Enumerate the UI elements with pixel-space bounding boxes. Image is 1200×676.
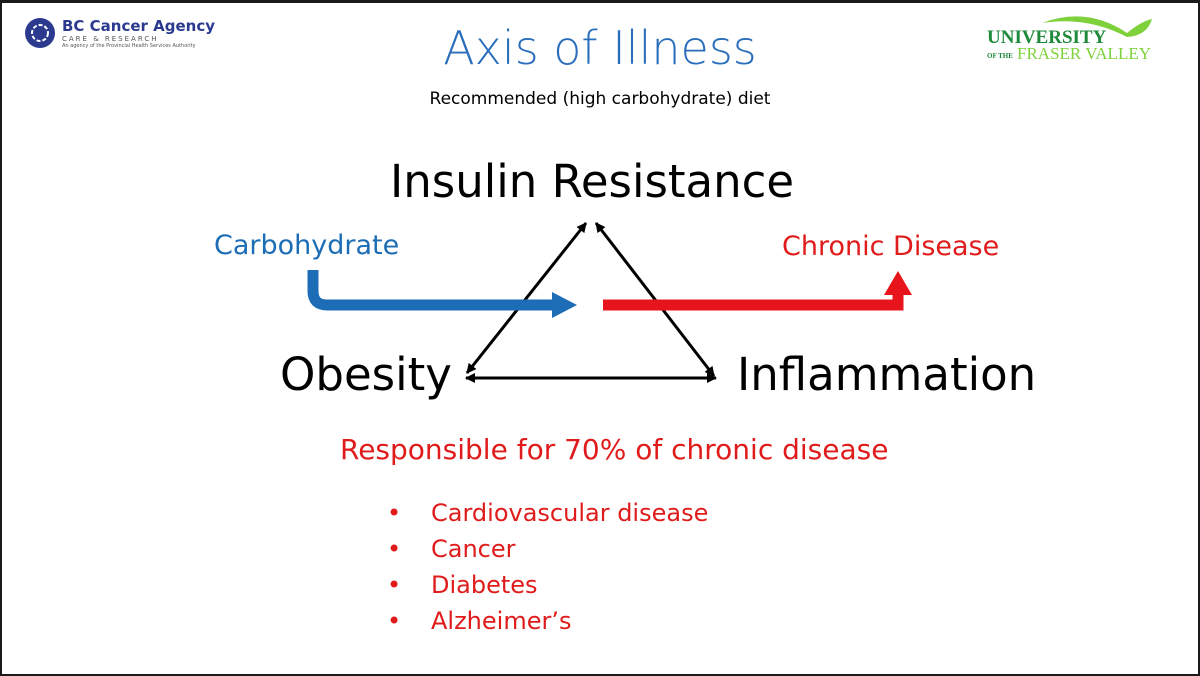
list-item: • Alzheimer’s: [387, 603, 708, 639]
bc-cancer-emblem-icon: [25, 18, 55, 48]
node-obesity: Obesity: [280, 348, 452, 401]
carbohydrate-arrowhead-icon: [552, 292, 577, 318]
disease-label: Alzheimer’s: [431, 607, 572, 635]
node-inflammation: Inflammation: [737, 348, 1037, 401]
arrow-insulin-obesity: [465, 222, 588, 374]
disease-label: Cancer: [431, 535, 516, 563]
diagram-arrows: [307, 222, 912, 383]
slide: BC Cancer Agency CARE & RESEARCH An agen…: [2, 3, 1198, 674]
slide-title: Axis of Illness: [443, 21, 757, 75]
slide-subtitle: Recommended (high carbohydrate) diet: [429, 89, 771, 109]
chronic-disease-output-arrow: [603, 293, 904, 311]
list-item: • Cardiovascular disease: [387, 495, 708, 531]
bullet: •: [387, 535, 402, 563]
logo-subtagline: An agency of the Provincial Health Servi…: [62, 43, 196, 49]
ufv-leaf-swoosh-icon: [1042, 16, 1152, 37]
ufv-line2: OF THE: [987, 52, 1013, 60]
carbohydrate-input-arrow: [307, 270, 554, 311]
list-item: • Diabetes: [387, 567, 708, 603]
node-insulin-resistance: Insulin Resistance: [390, 155, 795, 208]
disease-list: • Cardiovascular disease • Cancer • Diabete…: [387, 495, 708, 639]
bullet: •: [387, 607, 402, 635]
carbohydrate-label: Carbohydrate: [214, 230, 400, 261]
disease-label: Diabetes: [431, 571, 538, 599]
list-item: • Cancer: [387, 531, 708, 567]
chronic-disease-arrowhead-icon: [884, 271, 912, 295]
logo-name: BC Cancer Agency: [62, 17, 216, 35]
bullet: •: [387, 499, 402, 527]
chronic-disease-label: Chronic Disease: [782, 231, 1000, 262]
logo-tagline: CARE & RESEARCH: [62, 35, 159, 43]
disease-label: Cardiovascular disease: [431, 499, 709, 527]
ufv-line3: FRASER VALLEY: [1017, 44, 1151, 63]
bullet: •: [387, 571, 402, 599]
summary-text: Responsible for 70% of chronic disease: [340, 433, 889, 466]
ufv-line1: UNIVERSITY: [987, 27, 1107, 48]
